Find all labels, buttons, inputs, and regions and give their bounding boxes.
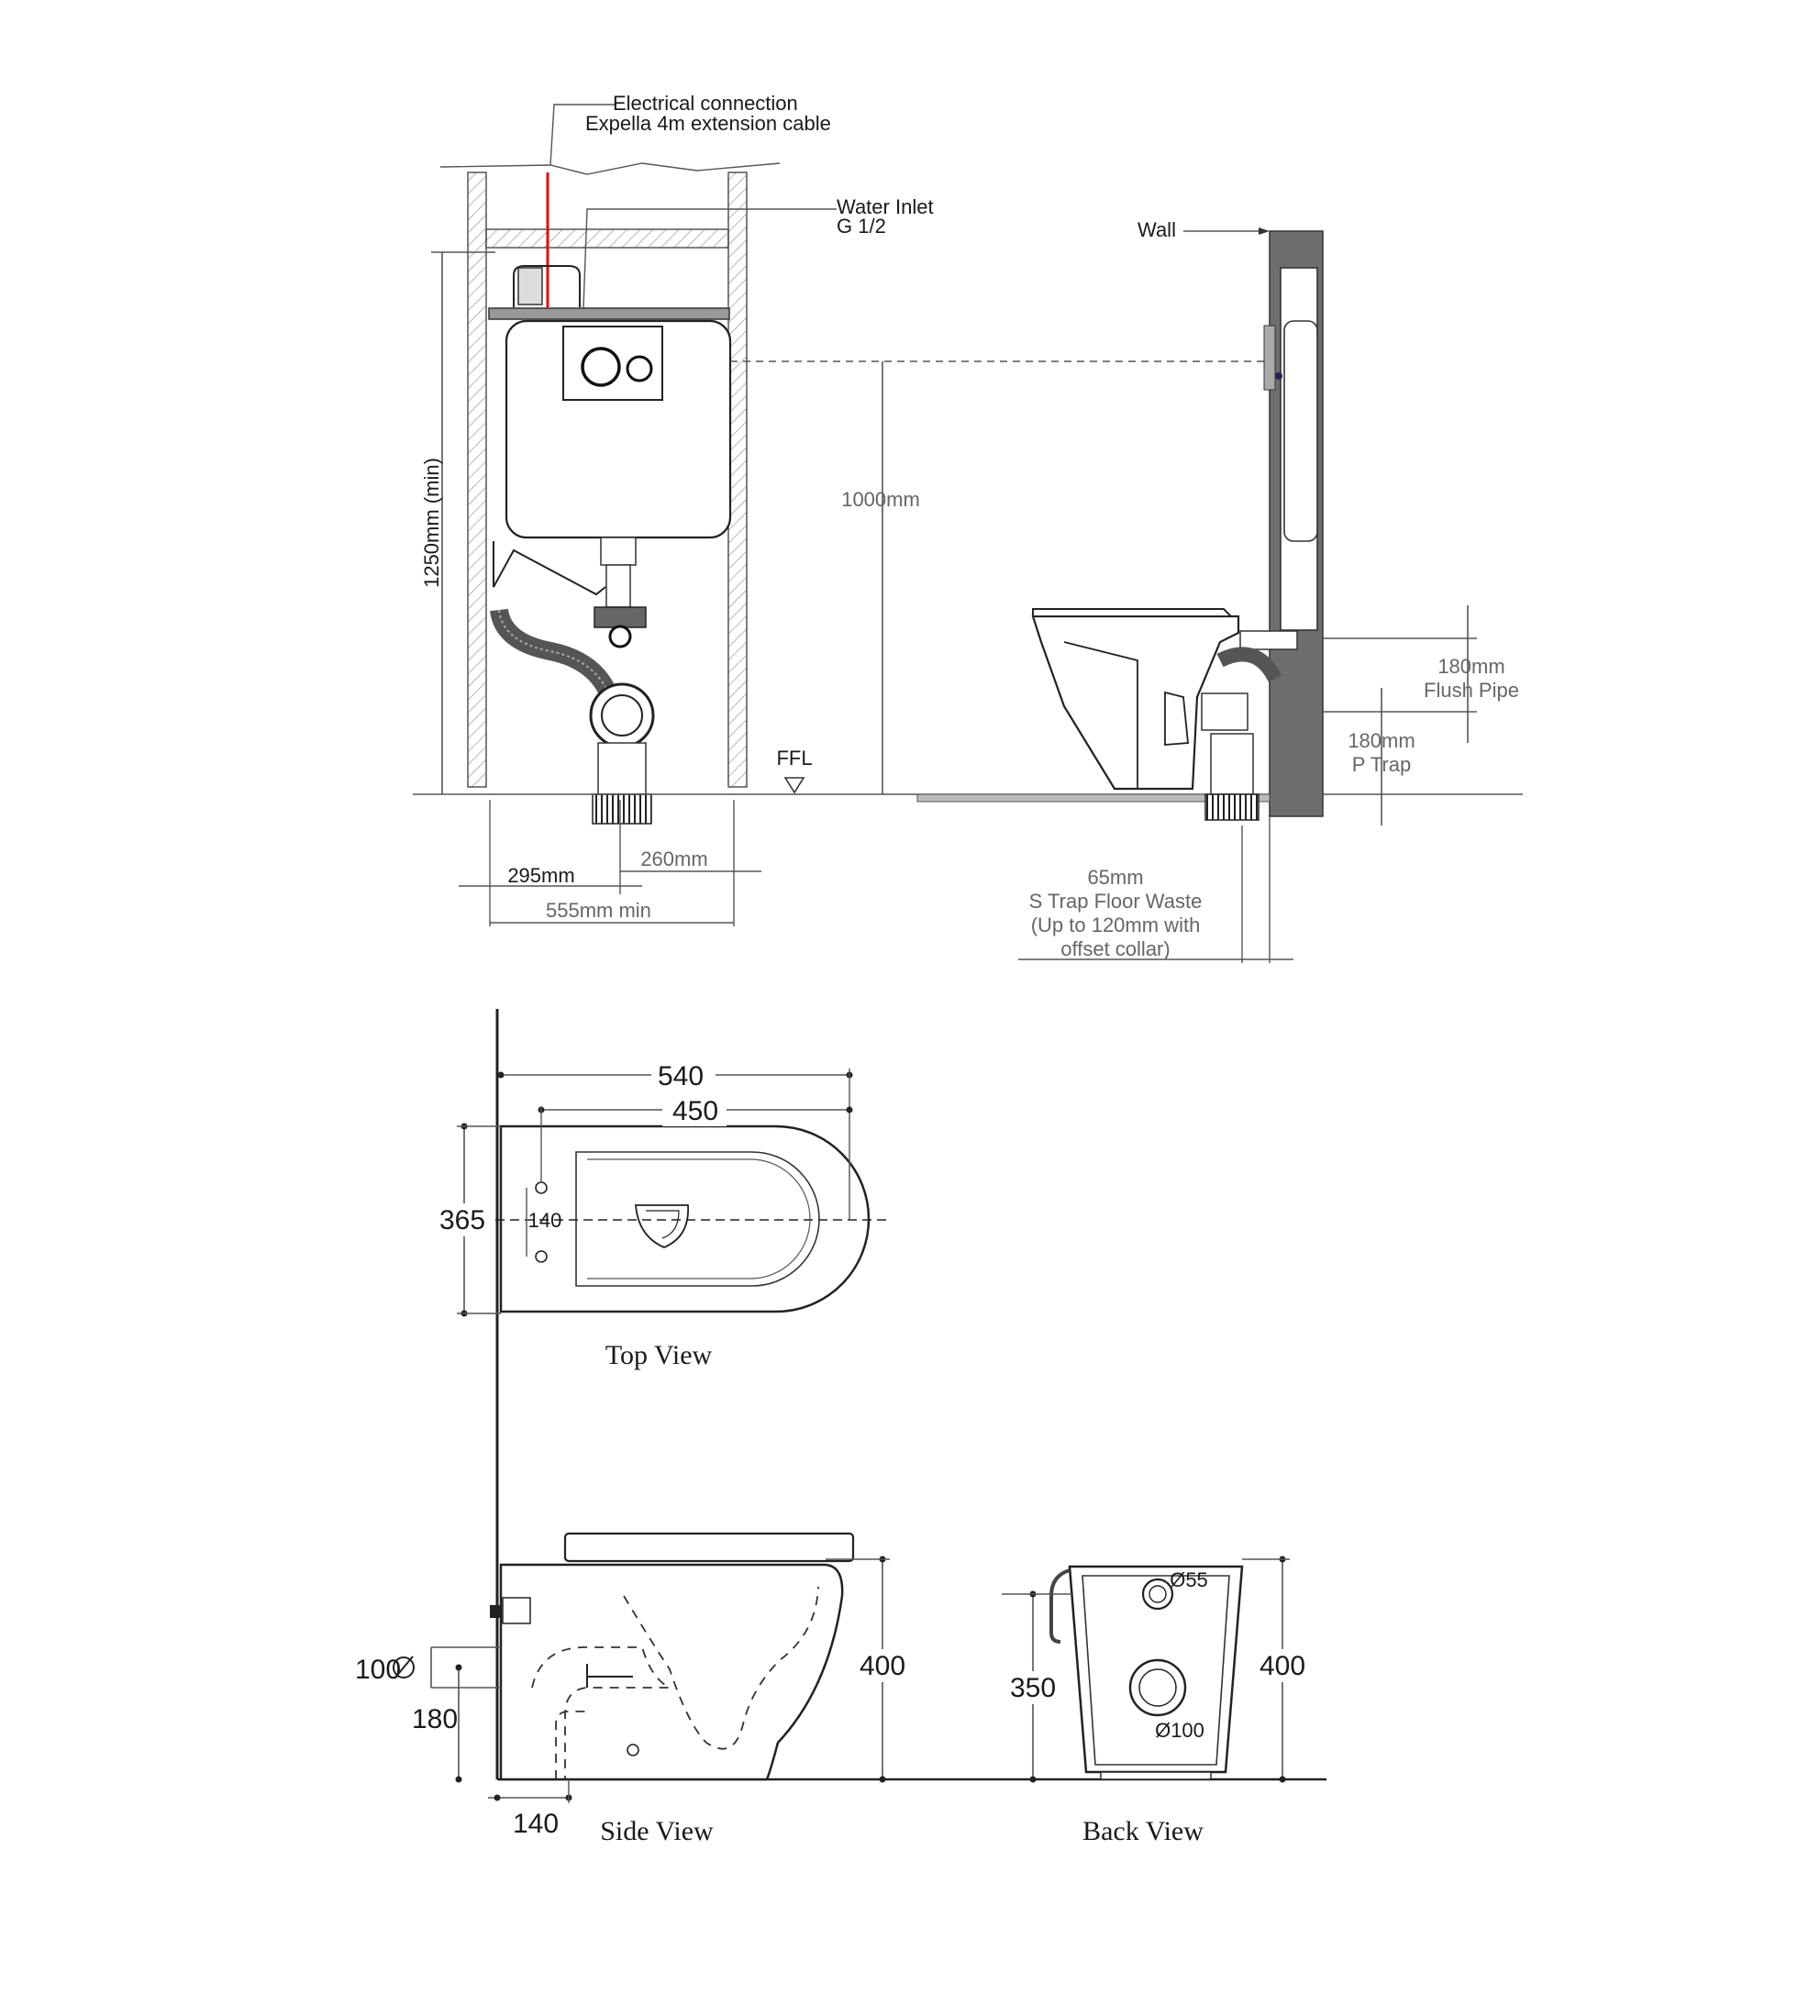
s-trap-value: 65mm: [1087, 866, 1143, 889]
back-height-label: 400: [1260, 1651, 1305, 1681]
width-left-label: 295mm: [507, 864, 574, 887]
side-section: Wall 180mm Flush Pipe 180mm P Trap: [916, 218, 1519, 963]
flush-outlet-ring: [608, 625, 632, 648]
water-inlet-leader: [583, 208, 837, 309]
wall-label: Wall: [1138, 218, 1176, 241]
mounting-hole-bottom: [535, 1250, 548, 1263]
electrical-label: Electrical connection: [613, 92, 798, 115]
electrical-leader: [549, 104, 616, 166]
outlet-height-label: 180: [412, 1704, 458, 1734]
flush-pipe-label: Flush Pipe: [1424, 679, 1519, 702]
back-outlet-label: 350: [1010, 1673, 1056, 1703]
top-view-outline: [499, 1124, 871, 1313]
back-hose: [1049, 1568, 1071, 1644]
s-trap-line1: S Trap Floor Waste: [1029, 890, 1203, 913]
diameter-symbol: [393, 1656, 415, 1678]
flexible-hose: [490, 608, 619, 701]
flush-pipe-side: [1239, 630, 1298, 650]
waste-thread: [592, 793, 652, 825]
height-label: 400: [860, 1651, 905, 1681]
seat-side: [1032, 608, 1234, 617]
overflow-pipe: [493, 541, 606, 596]
flush-connector: [605, 564, 631, 608]
side-view-body: [499, 1563, 844, 1781]
length-overall-label: 540: [658, 1061, 704, 1091]
outlet-diameter-back: Ø100: [1155, 1719, 1204, 1742]
seat-lid: [563, 1532, 855, 1563]
hole-spacing-label: 140: [528, 1209, 562, 1232]
s-trap-pipe: [1210, 733, 1254, 795]
p-trap-label: P Trap: [1352, 753, 1411, 776]
flush-hose-side: [1216, 647, 1282, 682]
water-inlet-size: G 1/2: [837, 215, 886, 238]
back-view: Ø55 Ø100 400 350 Back View: [1000, 1556, 1315, 1846]
outlet-symbol: [635, 1204, 689, 1248]
height-min-label: 1250mm (min): [420, 458, 443, 588]
flush-pipe-value: 180mm: [1437, 655, 1504, 678]
cistern-outlet: [600, 537, 637, 566]
inlet-valve: [517, 267, 543, 305]
side-view: 400 100 180 140 Side View: [355, 1532, 1326, 1846]
back-view-title: Back View: [1082, 1816, 1204, 1846]
width-label: 365: [439, 1205, 485, 1235]
ffl-marker: [783, 777, 805, 794]
wall-break-line: [439, 162, 781, 175]
inlet-pipe: [513, 265, 581, 307]
inlet-connector: [502, 1597, 531, 1624]
side-view-title: Side View: [600, 1816, 714, 1846]
inlet-diameter-label: Ø55: [1170, 1568, 1208, 1591]
expella-cable-label: Expella 4m extension cable: [585, 112, 831, 135]
flush-plate: [562, 326, 663, 401]
front-elevation: FFL 1250mm (min) 1000mm Electrical conne…: [413, 92, 1523, 926]
internal-trap-dashed: [531, 1646, 671, 1779]
flush-button-full: [581, 347, 621, 387]
top-view-title: Top View: [605, 1340, 713, 1370]
outlet-offset-label: 140: [513, 1809, 559, 1839]
waste-pipe: [597, 742, 647, 795]
width-right-label: 260mm: [640, 847, 707, 870]
mounting-bar: [488, 307, 730, 320]
flush-button-half: [626, 355, 653, 382]
top-view: 140 540 450 365 Top View: [433, 1009, 890, 1779]
flush-bend: [594, 606, 647, 628]
top-view-rim: [575, 1151, 820, 1287]
pan-side-profile: [1031, 615, 1240, 791]
flush-plate-side: [1263, 325, 1276, 391]
s-trap-line2: (Up to 120mm with: [1031, 914, 1201, 936]
floor-slab: [916, 793, 1271, 803]
length-inner-label: 450: [672, 1096, 718, 1126]
ffl-label: FFL: [776, 747, 812, 770]
button-height-label: 1000mm: [841, 488, 920, 511]
water-inlet-label: Water Inlet: [837, 195, 934, 218]
cistern-side: [1283, 320, 1318, 542]
s-trap-line3: offset collar): [1060, 937, 1170, 960]
frame-top-rail: [485, 228, 729, 249]
p-trap-value: 180mm: [1348, 729, 1415, 752]
fixing-hole: [627, 1744, 639, 1756]
s-trap-thread: [1204, 793, 1260, 821]
p-trap-connector: [1201, 692, 1248, 731]
frame-post-left: [467, 172, 487, 788]
outlet-hole: [1128, 1658, 1187, 1717]
width-total-label: 555mm min: [546, 899, 651, 922]
inlet-hole: [1141, 1578, 1174, 1611]
